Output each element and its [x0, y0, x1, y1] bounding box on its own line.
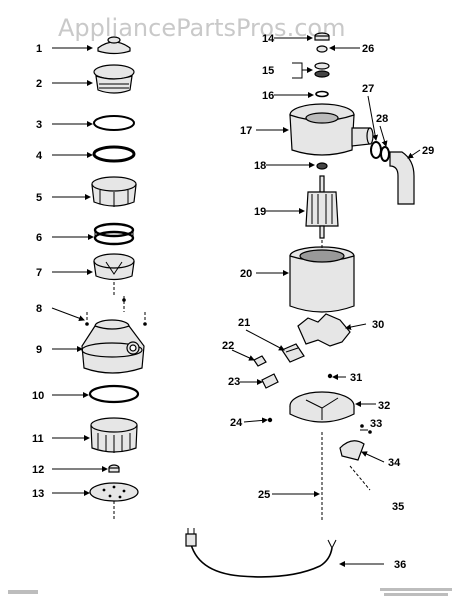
- part-13-flywheel[interactable]: [89, 482, 139, 520]
- callout-35: 35: [392, 501, 404, 513]
- callout-28: 28: [376, 113, 388, 125]
- callout-16: 16: [262, 90, 274, 102]
- callout-5: 5: [36, 192, 42, 204]
- part-33-screws[interactable]: [360, 424, 372, 434]
- part-26-washer[interactable]: [316, 45, 328, 53]
- part-19-rotor[interactable]: [305, 175, 339, 239]
- callout-26: 26: [362, 43, 374, 55]
- left-parts: [81, 36, 147, 520]
- callout-19: 19: [254, 206, 266, 218]
- part-30-shield[interactable]: [297, 313, 351, 347]
- callout-30: 30: [372, 319, 384, 331]
- part-12-nut[interactable]: [108, 464, 120, 473]
- callout-17: 17: [240, 125, 252, 137]
- callout-6: 6: [36, 232, 42, 244]
- part-10-gasket[interactable]: [88, 384, 140, 404]
- callout-12: 12: [32, 464, 44, 476]
- callout-8: 8: [36, 303, 42, 315]
- part-29-discharge-elbow[interactable]: [389, 151, 415, 205]
- callout-10: 10: [32, 390, 44, 402]
- callout-23: 23: [228, 376, 240, 388]
- callout-3: 3: [36, 119, 42, 131]
- part-21-switch[interactable]: [281, 343, 305, 363]
- callout-22: 22: [222, 340, 234, 352]
- callout-15: 15: [262, 65, 274, 77]
- callout-11: 11: [32, 433, 44, 445]
- part-15-seals[interactable]: [314, 62, 330, 78]
- part-24-screw[interactable]: [267, 417, 273, 423]
- right-leaders: [231, 35, 421, 567]
- part-23-clip[interactable]: [261, 373, 279, 389]
- watermark-text: AppliancePartsPros.com: [58, 14, 345, 42]
- part-35-screw[interactable]: [349, 465, 371, 491]
- fine-print: [8, 588, 452, 596]
- part-1-stopper[interactable]: [97, 36, 131, 55]
- part-16-washer[interactable]: [315, 90, 329, 98]
- left-leaders: [51, 45, 108, 496]
- callout-20: 20: [240, 268, 252, 280]
- right-parts: [185, 32, 415, 578]
- part-11-grind-ring[interactable]: [90, 417, 138, 453]
- left-callouts: 1 2 3 4 5 6 7 8 9 10 11 12 13: [32, 43, 44, 500]
- part-32-end-bell[interactable]: [289, 391, 355, 423]
- callout-24: 24: [230, 417, 243, 429]
- callout-4: 4: [36, 150, 43, 162]
- part-36-power-cord[interactable]: [185, 528, 337, 578]
- part-7-baffle[interactable]: [93, 253, 135, 281]
- part-14-nut[interactable]: [314, 32, 330, 41]
- part-5-mounting-ring[interactable]: [91, 176, 137, 207]
- part-31-screw[interactable]: [327, 373, 333, 379]
- part-3-gasket[interactable]: [93, 115, 135, 131]
- callout-31: 31: [350, 372, 362, 384]
- part-27-clamp[interactable]: [370, 141, 382, 159]
- part-18-seal[interactable]: [316, 162, 328, 170]
- callout-7: 7: [36, 267, 42, 279]
- callout-36: 36: [394, 559, 406, 571]
- callout-34: 34: [388, 457, 401, 469]
- callout-29: 29: [422, 145, 434, 157]
- callout-13: 13: [32, 488, 44, 500]
- part-8-screws[interactable]: [85, 296, 147, 326]
- right-callouts: 14 15 16 17 18 19 20 21 22 23 24 25 26 2…: [222, 33, 434, 571]
- part-4-ring[interactable]: [92, 145, 136, 163]
- callout-2: 2: [36, 78, 42, 90]
- callout-21: 21: [238, 317, 250, 329]
- callout-25: 25: [258, 489, 270, 501]
- part-20-stator[interactable]: [289, 246, 355, 313]
- callout-32: 32: [378, 400, 390, 412]
- callout-33: 33: [370, 418, 382, 430]
- callout-9: 9: [36, 344, 42, 356]
- callout-1: 1: [36, 43, 42, 55]
- part-2-flange[interactable]: [93, 64, 135, 94]
- part-34-cover-plate[interactable]: [339, 440, 365, 461]
- part-6-clamp[interactable]: [93, 222, 135, 246]
- callout-27: 27: [362, 83, 374, 95]
- part-17-lower-housing[interactable]: [289, 103, 374, 156]
- part-9-upper-housing[interactable]: [81, 319, 145, 374]
- callout-18: 18: [254, 160, 266, 172]
- part-28-gasket[interactable]: [380, 146, 390, 162]
- part-22-terminal[interactable]: [253, 355, 267, 367]
- callout-14: 14: [262, 33, 275, 45]
